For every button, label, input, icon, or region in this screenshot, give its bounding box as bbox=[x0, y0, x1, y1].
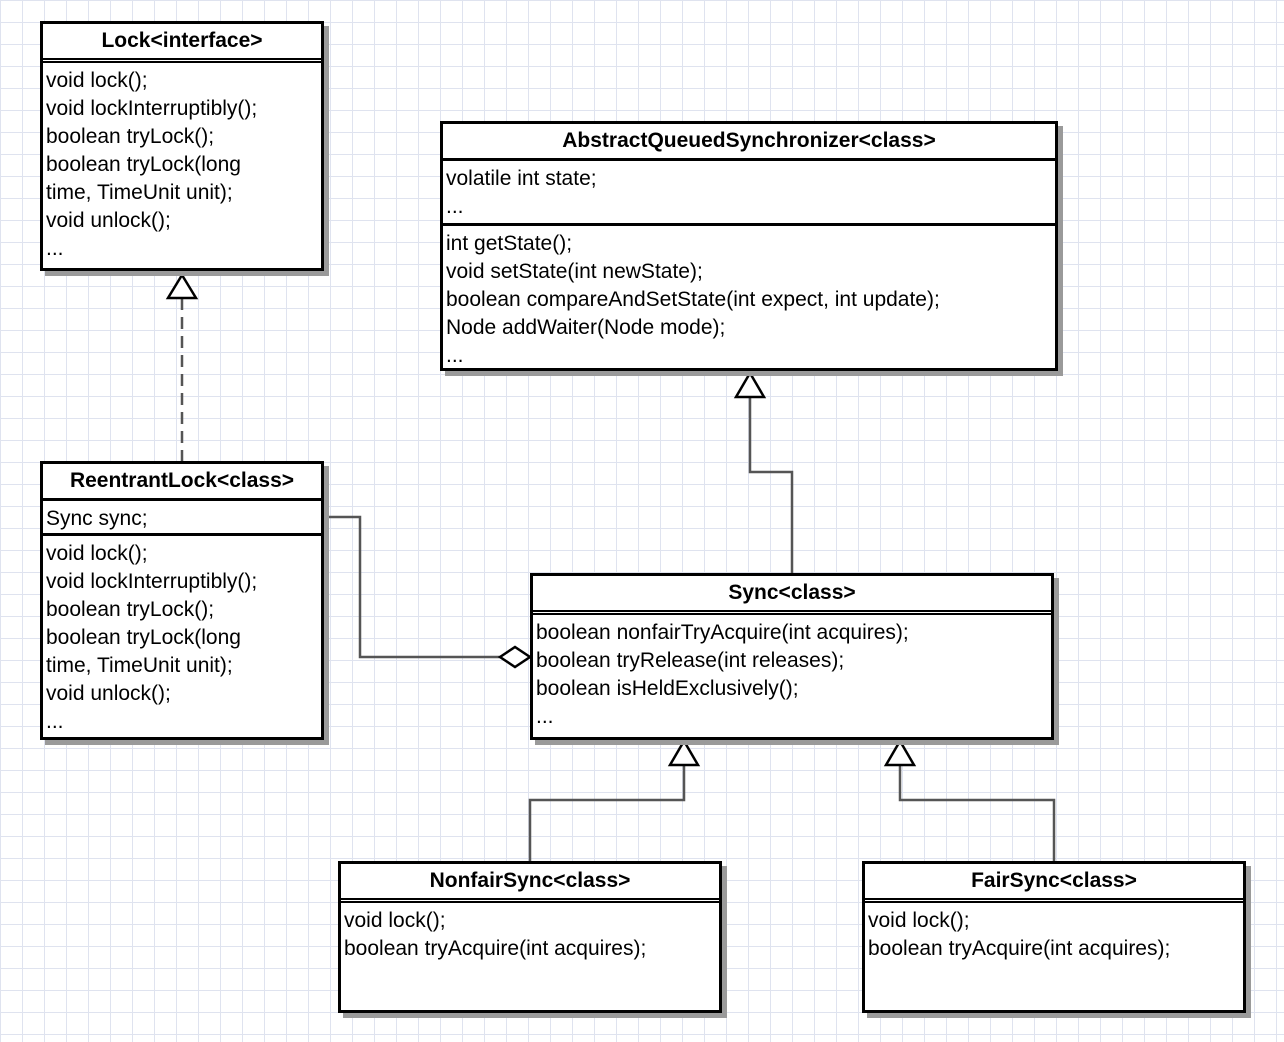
methods-section: void lock(); boolean tryAcquire(int acqu… bbox=[865, 903, 1243, 965]
method: void unlock(); bbox=[46, 209, 171, 232]
generalization-arrowhead-sync-right bbox=[883, 738, 917, 767]
field: volatile int state; bbox=[446, 167, 597, 190]
method: boolean tryLock(long bbox=[46, 626, 241, 649]
method: void unlock(); bbox=[46, 682, 171, 705]
realization-arrowhead bbox=[165, 272, 199, 300]
class-title: FairSync<class> bbox=[865, 864, 1243, 903]
fields-section: Sync sync; bbox=[43, 501, 321, 533]
methods-section: void lock(); void lockInterruptibly(); b… bbox=[43, 533, 321, 738]
method: void lock(); bbox=[344, 909, 446, 932]
class-title: Lock<interface> bbox=[43, 24, 321, 63]
methods-section: boolean nonfairTryAcquire(int acquires);… bbox=[533, 615, 1051, 733]
method: boolean tryLock(); bbox=[46, 125, 215, 148]
method: ... bbox=[46, 710, 64, 733]
method: boolean tryAcquire(int acquires); bbox=[344, 937, 647, 960]
fairsync-class-box: FairSync<class> void lock(); boolean try… bbox=[862, 861, 1246, 1013]
class-title: NonfairSync<class> bbox=[341, 864, 719, 903]
field: Sync sync; bbox=[46, 507, 148, 530]
method: void setState(int newState); bbox=[446, 260, 703, 283]
method: void lockInterruptibly(); bbox=[46, 570, 258, 593]
method: ... bbox=[46, 237, 64, 260]
method: void lock(); bbox=[46, 69, 148, 92]
method: void lock(); bbox=[868, 909, 970, 932]
fields-section: volatile int state; ... bbox=[443, 161, 1055, 223]
methods-section: void lock(); boolean tryAcquire(int acqu… bbox=[341, 903, 719, 965]
methods-section: int getState(); void setState(int newSta… bbox=[443, 223, 1055, 372]
method: time, TimeUnit unit); bbox=[46, 654, 233, 677]
class-title: Sync<class> bbox=[533, 576, 1051, 615]
method: boolean tryLock(); bbox=[46, 598, 215, 621]
method: boolean tryRelease(int releases); bbox=[536, 649, 845, 672]
aggregation-diamond bbox=[497, 645, 533, 669]
generalization-line-nonfair-sync bbox=[528, 765, 686, 861]
generalization-line-fair-sync bbox=[898, 765, 1056, 861]
method: ... bbox=[446, 344, 464, 367]
lock-interface-box: Lock<interface> void lock(); void lockIn… bbox=[40, 21, 324, 271]
method: void lockInterruptibly(); bbox=[46, 97, 258, 120]
method: boolean tryAcquire(int acquires); bbox=[868, 937, 1171, 960]
method: int getState(); bbox=[446, 232, 573, 255]
class-title: AbstractQueuedSynchronizer<class> bbox=[443, 124, 1055, 161]
methods-section: void lock(); void lockInterruptibly(); b… bbox=[43, 63, 321, 265]
method: void lock(); bbox=[46, 542, 148, 565]
method: boolean tryLock(long bbox=[46, 153, 241, 176]
method: Node addWaiter(Node mode); bbox=[446, 316, 726, 339]
method: ... bbox=[536, 705, 554, 728]
generalization-line-sync-aqs bbox=[748, 397, 794, 574]
method: boolean compareAndSetState(int expect, i… bbox=[446, 288, 940, 311]
field: ... bbox=[446, 195, 464, 218]
method: boolean nonfairTryAcquire(int acquires); bbox=[536, 621, 909, 644]
method: time, TimeUnit unit); bbox=[46, 181, 233, 204]
generalization-arrowhead-aqs bbox=[733, 370, 767, 399]
method: boolean isHeldExclusively(); bbox=[536, 677, 799, 700]
reentrantlock-class-box: ReentrantLock<class> Sync sync; void loc… bbox=[40, 461, 324, 740]
generalization-arrowhead-sync-left bbox=[667, 738, 701, 767]
nonfairsync-class-box: NonfairSync<class> void lock(); boolean … bbox=[338, 861, 722, 1013]
sync-class-box: Sync<class> boolean nonfairTryAcquire(in… bbox=[530, 573, 1054, 740]
aqs-class-box: AbstractQueuedSynchronizer<class> volati… bbox=[440, 121, 1058, 371]
class-title: ReentrantLock<class> bbox=[43, 464, 321, 501]
